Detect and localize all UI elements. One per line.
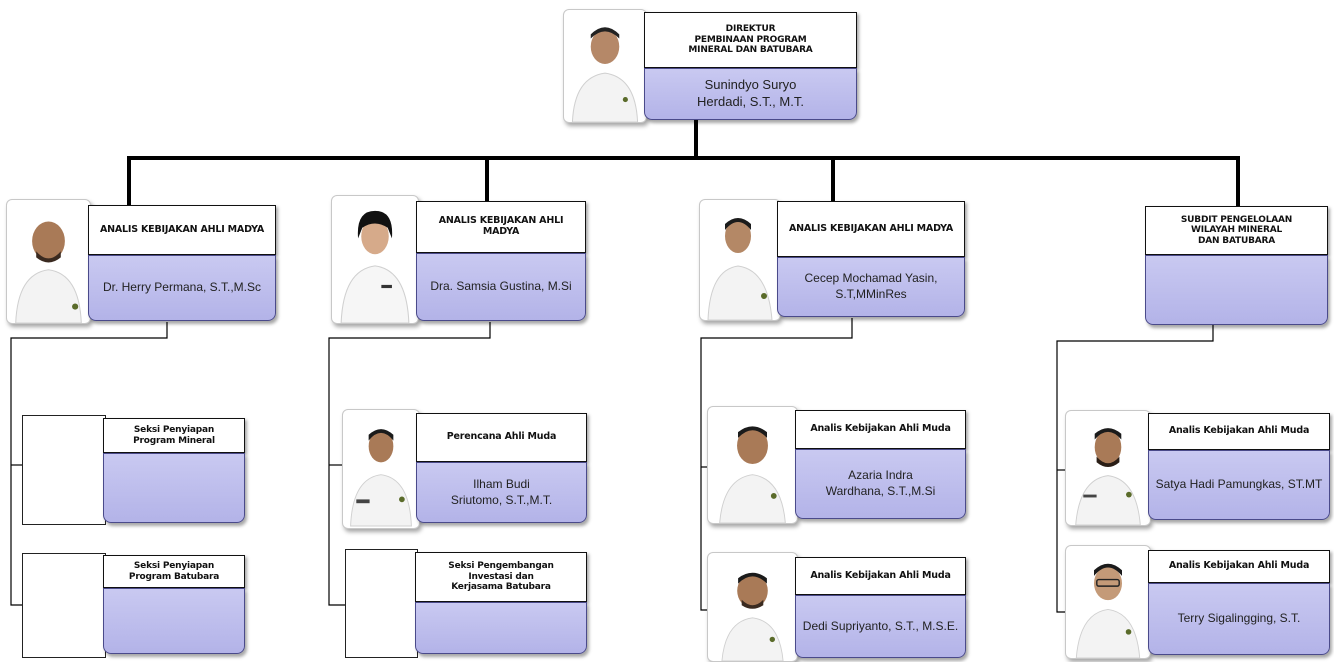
- level3-name: [415, 602, 587, 654]
- level3-name: [103, 453, 245, 523]
- person-photo-icon: [1075, 428, 1141, 525]
- level3-name: Dedi Supriyanto, S.T., M.S.E.: [795, 595, 966, 658]
- level2-name: [1145, 255, 1328, 325]
- level2-name: Dr. Herry Permana, S.T.,M.Sc: [88, 255, 276, 321]
- staff-photo: [6, 199, 91, 324]
- person-photo-icon: [15, 221, 82, 323]
- level2-title: SUBDIT PENGELOLAAN WILAYAH MINERAL DAN B…: [1145, 206, 1328, 255]
- person-photo-icon: [340, 210, 410, 323]
- staff-photo: [707, 552, 798, 662]
- level3-name: [103, 588, 245, 654]
- level3-title: Seksi Penyiapan Program Batubara: [103, 555, 245, 588]
- level2-title: ANALIS KEBIJAKAN AHLI MADYA: [88, 205, 276, 255]
- photo-placeholder: [345, 549, 418, 658]
- level3-title: Seksi Pengembangan Investasi dan Kerjasa…: [415, 552, 587, 602]
- level3-title: Analis Kebijakan Ahli Muda: [1148, 413, 1330, 450]
- person-photo-icon: [1075, 563, 1141, 658]
- level2-title: ANALIS KEBIJAKAN AHLI MADYA: [777, 201, 965, 257]
- staff-photo: [331, 195, 419, 324]
- person-photo-icon: [571, 27, 639, 122]
- level2-title: ANALIS KEBIJAKAN AHLI MADYA: [416, 201, 586, 253]
- director-photo: [563, 9, 647, 123]
- person-photo-icon: [707, 218, 773, 320]
- level2-name: Dra. Samsia Gustina, M.Si: [416, 253, 586, 321]
- level3-title: Seksi Penyiapan Program Mineral: [103, 418, 245, 453]
- director-name: Sunindyo Suryo Herdadi, S.T., M.T.: [644, 68, 857, 120]
- level3-title: Perencana Ahli Muda: [416, 413, 587, 462]
- level3-name: Azaria Indra Wardhana, S.T.,M.Si: [795, 449, 966, 519]
- staff-photo: [1065, 545, 1151, 659]
- level3-title: Analis Kebijakan Ahli Muda: [795, 410, 966, 449]
- level3-name: Satya Hadi Pamungkas, ST.MT: [1148, 450, 1330, 520]
- director-title: DIREKTUR PEMBINAAN PROGRAM MINERAL DAN B…: [644, 12, 857, 68]
- staff-photo: [707, 406, 798, 524]
- photo-placeholder: [22, 415, 106, 525]
- staff-photo: [699, 199, 781, 321]
- level3-name: Terry Sigalingging, S.T.: [1148, 583, 1330, 655]
- photo-placeholder: [22, 553, 106, 658]
- staff-photo: [1065, 410, 1151, 526]
- person-photo-icon: [721, 572, 784, 661]
- level3-title: Analis Kebijakan Ahli Muda: [795, 557, 966, 595]
- level2-name: Cecep Mochamad Yasin, S.T,MMinRes: [777, 257, 965, 317]
- level3-title: Analis Kebijakan Ahli Muda: [1148, 550, 1330, 583]
- person-photo-icon: [350, 429, 412, 527]
- person-photo-icon: [719, 426, 786, 523]
- level3-name: Ilham Budi Sriutomo, S.T.,M.T.: [416, 462, 587, 523]
- staff-photo: [342, 409, 420, 529]
